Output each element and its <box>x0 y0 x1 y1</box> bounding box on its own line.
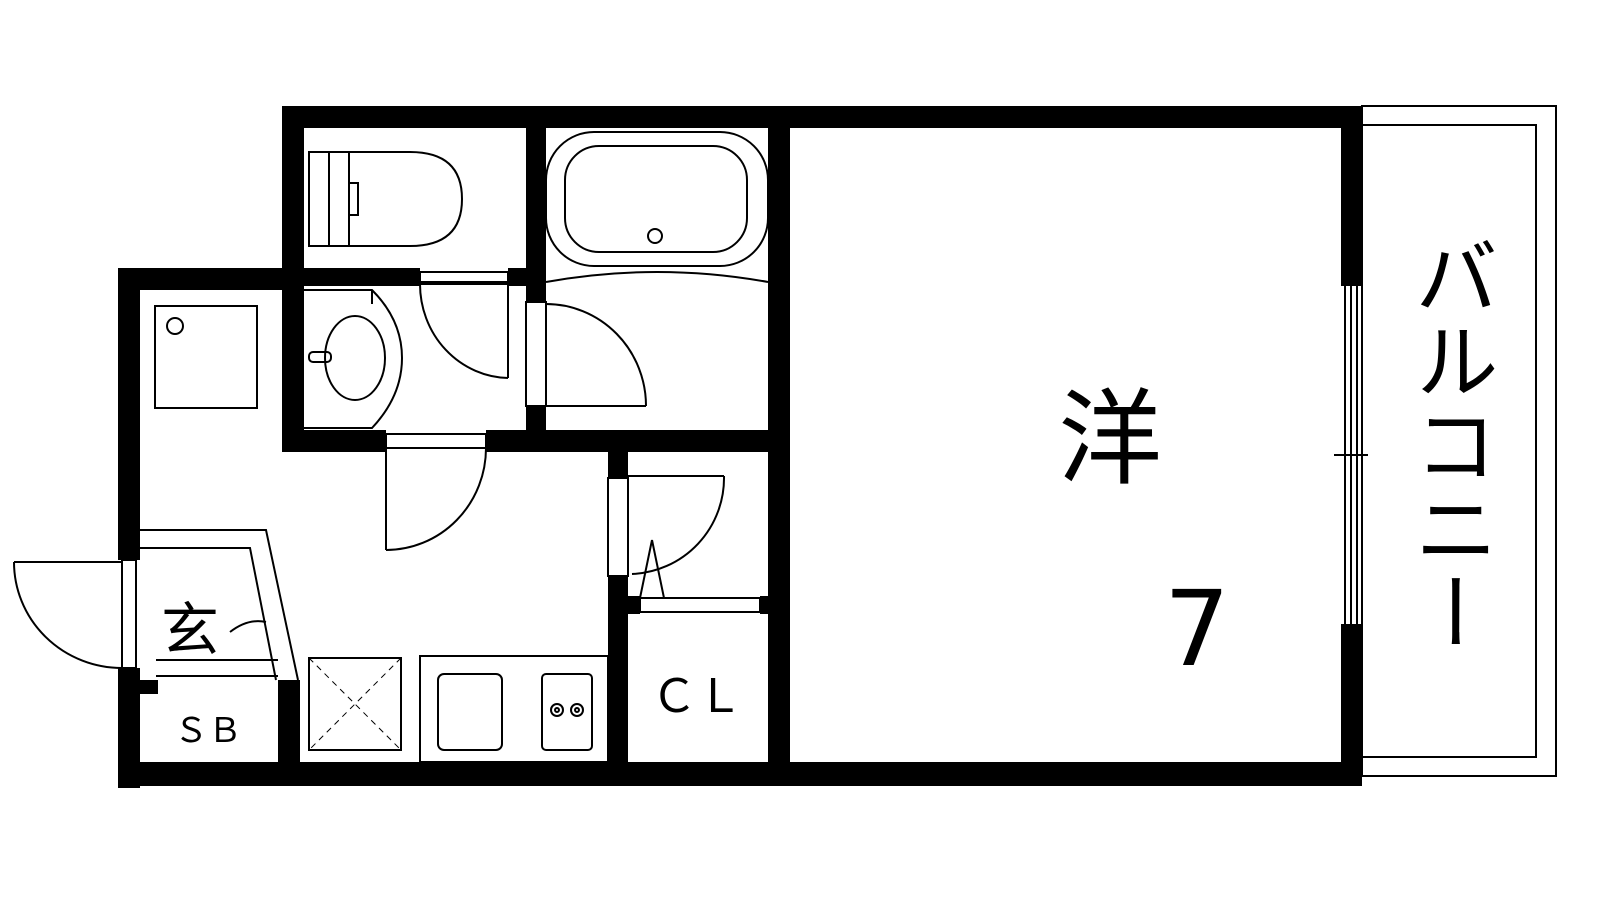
room-label-western: 洋 <box>1058 378 1162 500</box>
closet-arrow-icon <box>639 539 665 599</box>
entrance-area <box>136 529 299 681</box>
balcony-label: バルコニー <box>1401 234 1499 654</box>
outer-walls <box>118 106 1362 788</box>
bathtub <box>545 131 769 283</box>
room-size-label: 7 <box>1164 568 1230 690</box>
toilet-fixture <box>308 151 464 247</box>
refrigerator-space <box>308 657 402 751</box>
doors <box>13 283 726 669</box>
balcony <box>1334 105 1557 777</box>
shoe-box-label: ＳＢ <box>174 711 242 751</box>
entrance-label: 玄 <box>161 596 219 664</box>
kitchen-counter <box>419 655 609 763</box>
washing-machine <box>154 305 258 409</box>
interior-walls <box>140 106 1362 786</box>
washbasin <box>304 289 404 429</box>
closet-label: ＣＬ <box>651 669 743 723</box>
wall-jambs <box>121 271 761 669</box>
